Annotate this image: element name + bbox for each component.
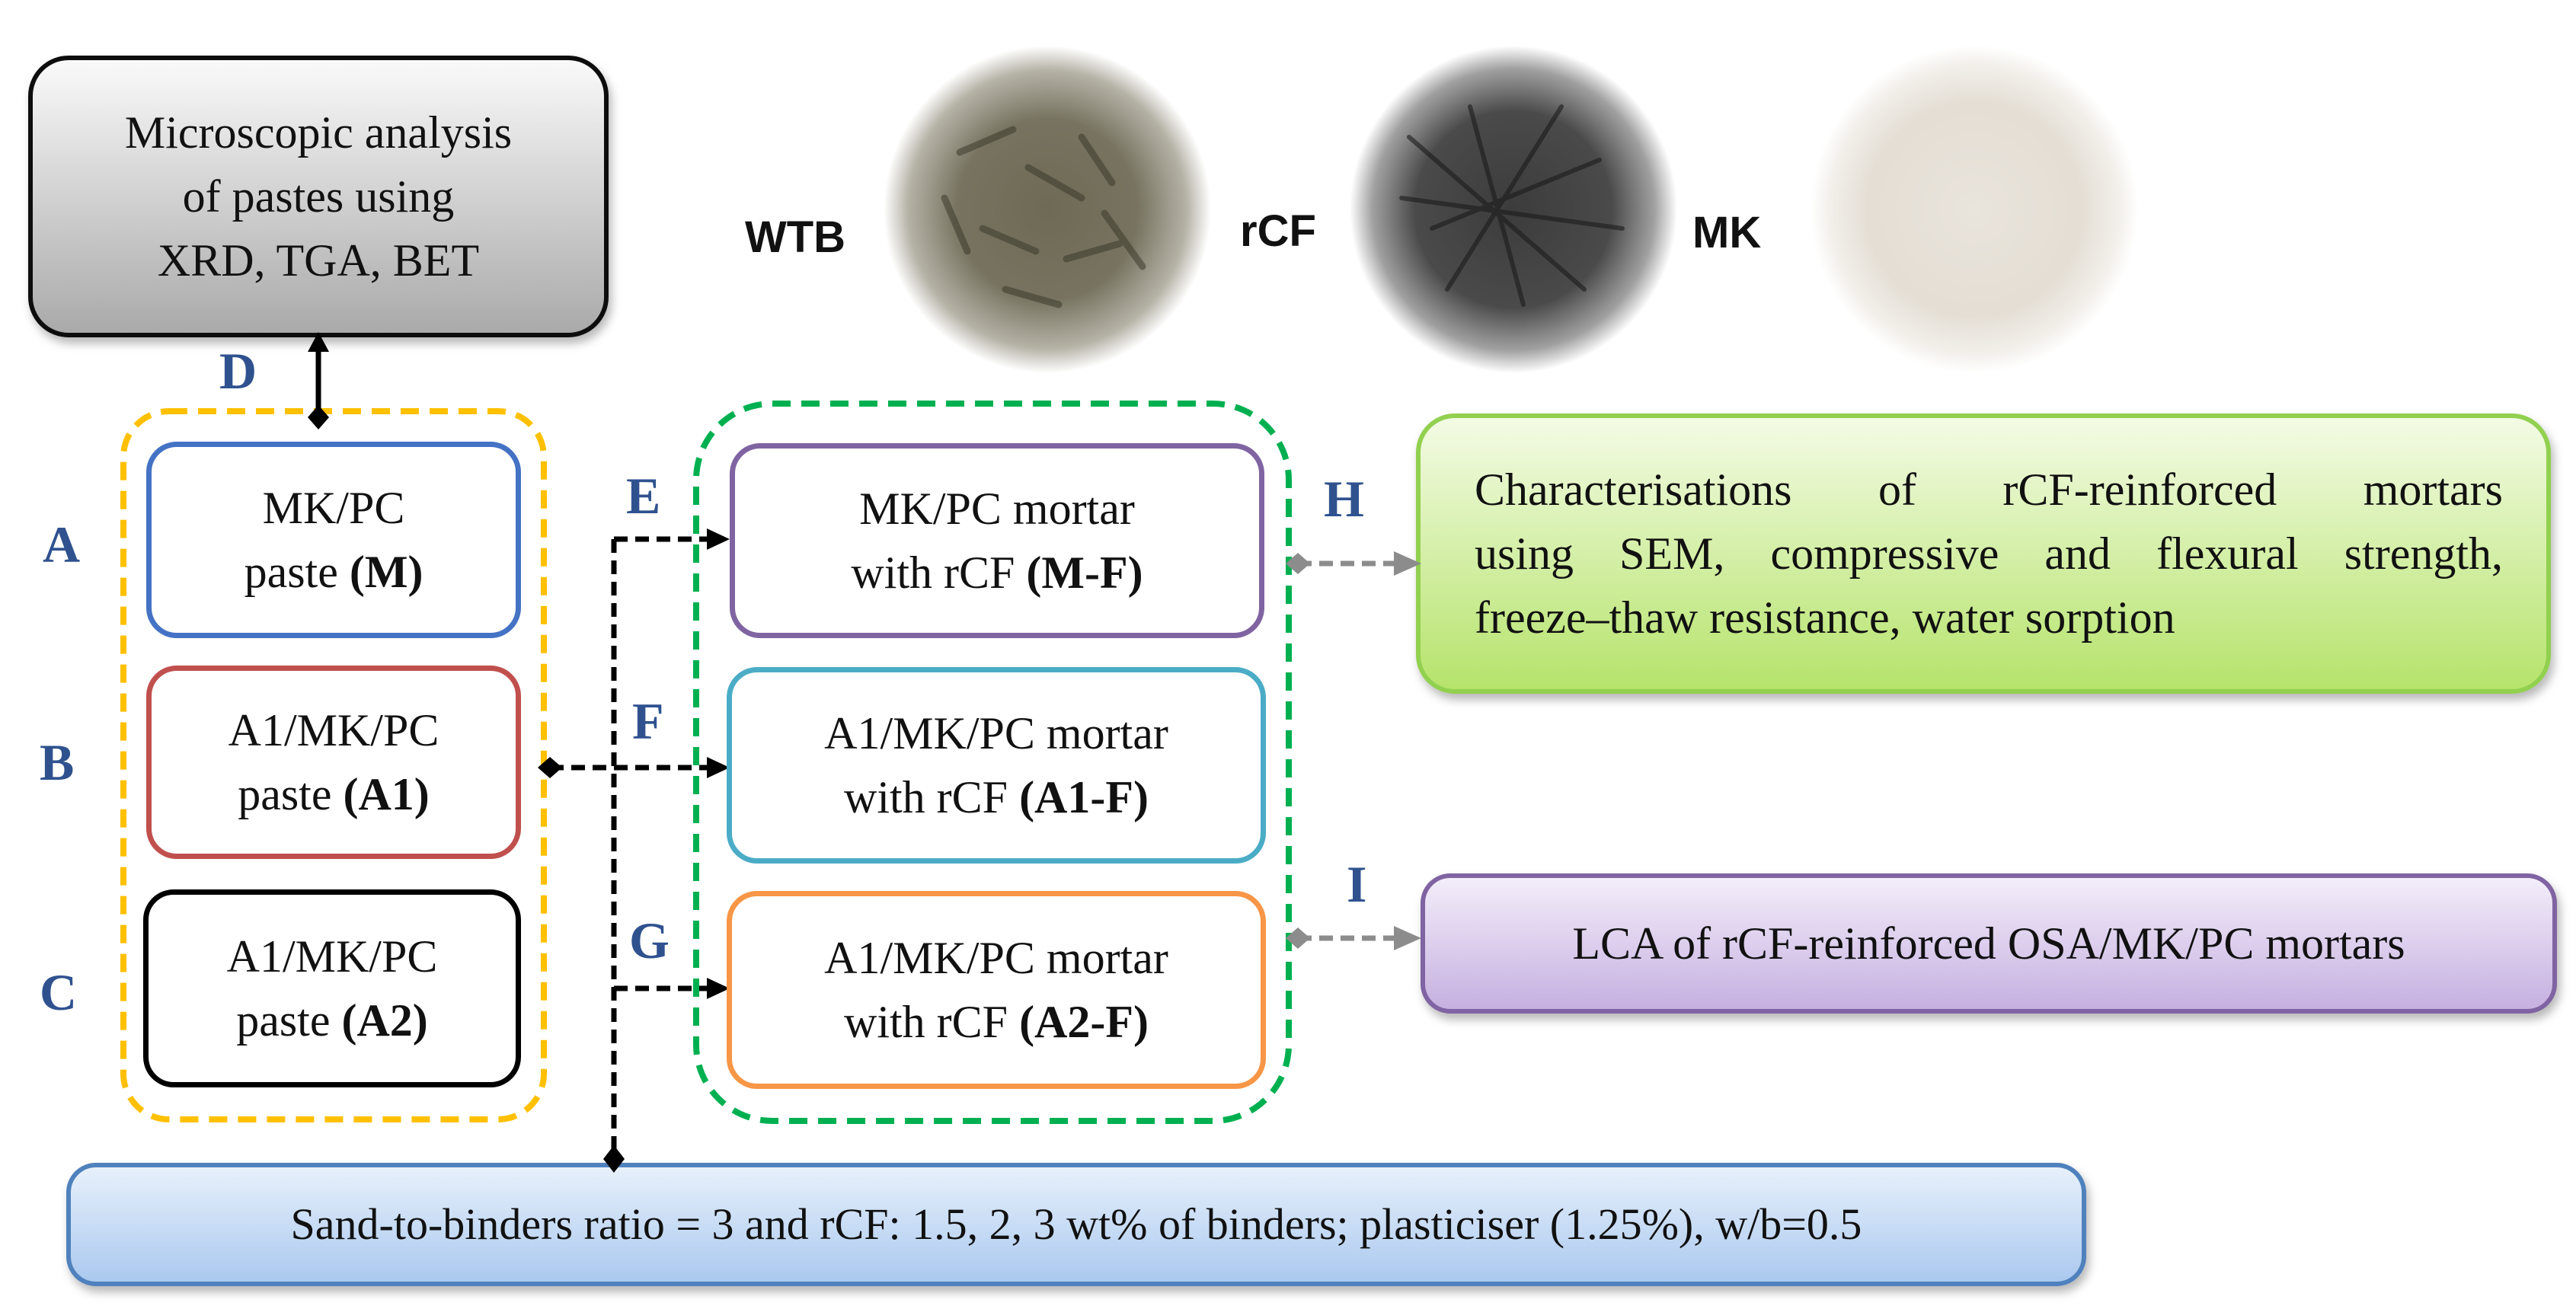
mortar-a2f-code: (A2-F) <box>1019 997 1149 1047</box>
paste-a1-line-2: paste (A1) <box>238 762 430 826</box>
letter-g: G <box>629 912 670 969</box>
mortar-mf-box: MK/PC mortar with rCF (M-F) <box>730 443 1264 638</box>
wtb-label: WTB <box>745 212 846 262</box>
characterisation-box: Characterisations of rCF-reinforced mort… <box>1418 416 2549 691</box>
paste-m-word: paste <box>244 547 350 597</box>
lca-box-bg <box>1421 873 2557 1014</box>
characterisation-line-2: using SEM, compressive and flexural stre… <box>1475 528 2503 579</box>
characterisation-line-1: Characterisations of rCF-reinforced mort… <box>1475 465 2503 515</box>
mix-box-bg <box>66 1163 2086 1286</box>
lca-box: LCA of rCF-reinforced OSA/MK/PC mortars <box>1423 876 2555 1011</box>
mortar-a2f-line-1: A1/MK/PC mortar <box>824 933 1168 983</box>
d-arrowhead <box>308 332 329 352</box>
paste-m-line-2: paste (M) <box>244 540 423 604</box>
rcf-label: rCF <box>1240 206 1316 256</box>
letter-e: E <box>626 467 661 525</box>
mortar-mf-line-1: MK/PC mortar <box>859 484 1135 534</box>
mortar-group-frame <box>693 401 1292 1124</box>
paste-a2-box: A1/MK/PC paste (A2) <box>143 889 521 1087</box>
mortar-a1f-line-1: A1/MK/PC mortar <box>824 708 1168 758</box>
paste-a2-line-2: paste (A2) <box>236 988 428 1052</box>
bus-arrow-f <box>707 757 730 778</box>
paste-m-code: (M) <box>349 547 423 597</box>
characterisation-box-bg <box>1416 413 2551 694</box>
microscopic-line-3: XRD, TGA, BET <box>157 235 480 286</box>
letter-f: F <box>632 692 664 750</box>
paste-a1-box: A1/MK/PC paste (A1) <box>146 666 521 859</box>
letter-b: B <box>40 733 75 791</box>
bus-arrow-g <box>707 978 730 999</box>
mortar-a2f-line-2: with rCF (A2-F) <box>844 990 1149 1054</box>
microscopic-line-1: Microscopic analysis <box>124 107 513 158</box>
paste-a2-code: (A2) <box>341 995 428 1046</box>
letter-a: A <box>43 516 81 573</box>
paste-a1-line-1: A1/MK/PC <box>228 705 439 755</box>
paste-a2-line-1: A1/MK/PC <box>226 931 438 982</box>
bus-diamond-bottom <box>603 1145 625 1173</box>
letter-c: C <box>40 963 78 1021</box>
bus-arrow-e <box>707 528 730 550</box>
characterisation-line-3: freeze–thaw resistance, water sorption <box>1475 592 2175 643</box>
mix-design-text: Sand-to-binders ratio = 3 and rCF: 1.5, … <box>290 1199 1862 1249</box>
mortar-mf-code: (M-F) <box>1026 548 1143 598</box>
wtb-photo <box>884 46 1211 373</box>
rcf-photo <box>1350 46 1677 373</box>
paste-a2-word: paste <box>236 995 342 1046</box>
microscopic-analysis-box: Microscopic analysis of pastes using XRD… <box>30 58 606 335</box>
wtb-chips <box>941 126 1146 308</box>
mortar-mf-line-2: with rCF (M-F) <box>851 541 1143 605</box>
mortar-a1f-word: with rCF <box>844 772 1020 822</box>
mortar-mf-word: with rCF <box>851 548 1027 598</box>
i-arrowhead <box>1394 926 1421 950</box>
mortar-a2f-word: with rCF <box>844 997 1020 1047</box>
lca-text: LCA of rCF-reinforced OSA/MK/PC mortars <box>1572 918 2405 969</box>
mix-design-box: Sand-to-binders ratio = 3 and rCF: 1.5, … <box>69 1165 2084 1284</box>
h-arrowhead <box>1394 551 1421 576</box>
paste-m-line-1: MK/PC <box>262 483 405 533</box>
rcf-fibres <box>1399 104 1625 307</box>
paste-a1-word: paste <box>238 769 344 819</box>
letter-d: D <box>219 342 257 400</box>
mortar-a1f-code: (A1-F) <box>1019 772 1149 822</box>
mk-label: MK <box>1692 208 1762 257</box>
microscopic-line-2: of pastes using <box>182 171 455 222</box>
mortar-a2f-box: A1/MK/PC mortar with rCF (A2-F) <box>727 891 1266 1089</box>
mortar-a1f-box: A1/MK/PC mortar with rCF (A1-F) <box>727 667 1266 864</box>
mortar-a1f-line-2: with rCF (A1-F) <box>844 765 1149 829</box>
letter-h: H <box>1324 470 1364 528</box>
paste-a1-code: (A1) <box>343 769 430 819</box>
mk-photo <box>1811 46 2138 373</box>
d-diamond <box>308 405 329 429</box>
letter-i: I <box>1347 855 1367 913</box>
paste-m-box: MK/PC paste (M) <box>146 442 521 638</box>
